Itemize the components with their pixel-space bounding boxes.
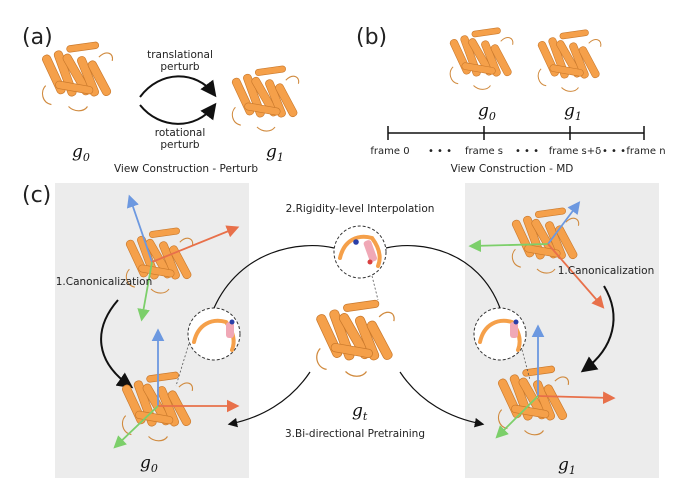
zoom-residue-right bbox=[478, 318, 522, 352]
zoom-sidechain-right bbox=[510, 322, 518, 338]
axis-green-right-top bbox=[468, 239, 549, 253]
g0-label-a: g0 bbox=[72, 142, 90, 164]
tick-frame-0: frame 0 bbox=[370, 146, 409, 157]
interp-curve-left bbox=[213, 245, 335, 309]
g1-label-c: g1 bbox=[558, 455, 576, 477]
gt-label: gt bbox=[352, 401, 368, 423]
translational-label: translational bbox=[147, 49, 213, 61]
axis-blue-left-top bbox=[126, 194, 153, 263]
rotational-perturb-label: perturb bbox=[160, 139, 200, 151]
md-timeline bbox=[387, 126, 645, 140]
canonicalization-arrow-left bbox=[100, 299, 134, 389]
tick-frame-n: frame n bbox=[626, 146, 665, 157]
g0-label-c: g0 bbox=[140, 453, 158, 475]
canonicalization-left: 1.Canonicalization bbox=[56, 276, 153, 288]
caption-md: View Construction - MD bbox=[451, 163, 574, 175]
protein-a-g1 bbox=[230, 64, 300, 132]
panel-label-c: (c) bbox=[22, 183, 51, 208]
axis-green-left-top bbox=[137, 261, 153, 322]
canonicalization-right: 1.Canonicalization bbox=[558, 265, 655, 277]
tick-frame-s-delta: frame s+δ bbox=[549, 146, 602, 157]
axis-red-right-top bbox=[547, 243, 605, 309]
g0-label-b: g0 bbox=[478, 101, 496, 123]
canonicalization-arrow-right bbox=[580, 285, 615, 373]
zoom-line-left bbox=[175, 339, 191, 387]
zoom-residue-center bbox=[338, 234, 382, 268]
tick-frame-s: frame s bbox=[465, 146, 503, 157]
zoom-line-right bbox=[519, 341, 531, 381]
zoom-sidechain-center bbox=[363, 240, 378, 262]
dots-3: • • • bbox=[602, 146, 626, 157]
axis-red-left-top bbox=[151, 225, 240, 263]
pretrain-arrow-right bbox=[399, 371, 485, 428]
protein-b-g0 bbox=[448, 26, 514, 90]
pretrain-arrow-left bbox=[227, 371, 311, 428]
zoom-sidechain-left bbox=[226, 322, 234, 338]
g1-label-b: g1 bbox=[564, 101, 582, 123]
protein-c-gt bbox=[314, 299, 395, 377]
rotational-label: rotational bbox=[155, 127, 206, 139]
rigidity-interpolation-label: 2.Rigidity-level Interpolation bbox=[286, 203, 435, 215]
caption-perturb: View Construction - Perturb bbox=[114, 163, 258, 175]
protein-a-g0 bbox=[40, 41, 114, 112]
rotational-perturb-arrow bbox=[139, 102, 217, 125]
protein-b-g1 bbox=[536, 28, 602, 92]
panel-label-a: (a) bbox=[22, 25, 53, 50]
interp-curve-right bbox=[385, 245, 501, 309]
dots-2: • • • bbox=[515, 146, 539, 157]
g1-label-a: g1 bbox=[266, 142, 284, 164]
zoom-line-center bbox=[371, 275, 379, 301]
panel-label-b: (b) bbox=[356, 25, 387, 50]
dots-1: • • • bbox=[428, 146, 452, 157]
axis-red-right-bottom bbox=[537, 391, 616, 405]
translational-perturb-arrow bbox=[139, 75, 217, 98]
axis-green-right-bottom bbox=[495, 395, 539, 439]
translational-perturb-label: perturb bbox=[160, 61, 200, 73]
zoom-residue-left bbox=[192, 318, 236, 352]
bidirectional-pretraining-label: 3.Bi-directional Pretraining bbox=[285, 428, 425, 440]
axis-blue-right-top bbox=[547, 201, 581, 245]
axis-green-left-bottom bbox=[113, 405, 159, 449]
